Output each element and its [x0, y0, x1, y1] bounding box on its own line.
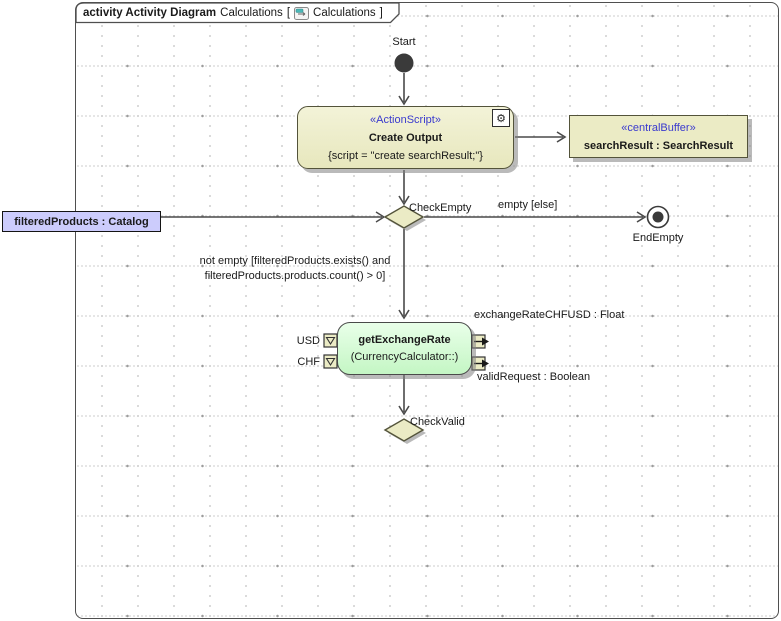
getexchangerate-qualifier: (CurrencyCalculator::) [350, 350, 459, 363]
frame-title-tab[interactable] [75, 2, 400, 24]
action-node-create-output[interactable]: «ActionScript» Create Output {script = "… [297, 106, 514, 169]
activity-frame [75, 2, 779, 619]
initial-node-start[interactable] [394, 53, 414, 73]
centralbuffer-node-searchresult[interactable]: «centralBuffer» searchResult : SearchRes… [569, 115, 748, 158]
checkvalid-label[interactable]: CheckValid [410, 416, 465, 428]
frame-title-name: Calculations [220, 7, 283, 19]
create-output-stereotype: «ActionScript» [370, 113, 441, 126]
endempty-label[interactable]: EndEmpty [632, 232, 684, 244]
final-node-endempty[interactable] [646, 205, 670, 229]
frame-title-close-bracket: ] [379, 7, 383, 19]
not-empty-guard-label[interactable]: not empty [filteredProducts.exists() and… [184, 254, 406, 284]
filteredproducts-label: filteredProducts : Catalog [14, 215, 149, 228]
not-empty-guard-line1: not empty [filteredProducts.exists() and [199, 255, 391, 267]
getexchangerate-name: getExchangeRate [358, 333, 451, 346]
chf-pin-label[interactable]: CHF [297, 356, 320, 368]
output-pin-validrequest[interactable] [471, 356, 489, 371]
searchresult-stereotype: «centralBuffer» [621, 121, 696, 134]
empty-else-guard-label[interactable]: empty [else] [498, 199, 558, 211]
activity-parameter-filteredproducts[interactable]: filteredProducts : Catalog [2, 211, 161, 232]
input-pin-usd[interactable] [323, 333, 338, 348]
edge-checkempty-to-getexchangerate[interactable] [398, 229, 410, 320]
input-pin-chf[interactable] [323, 354, 338, 369]
frame-title-keyword: activity Activity Diagram [83, 7, 217, 19]
decision-node-checkempty[interactable] [383, 205, 426, 231]
action-node-getexchangerate[interactable]: getExchangeRate (CurrencyCalculator::) [337, 322, 472, 375]
create-output-script: {script = "create searchResult;"} [328, 149, 483, 162]
usd-pin-label[interactable]: USD [296, 335, 320, 347]
edge-start-to-create-output[interactable] [398, 73, 410, 106]
frame-title-open-bracket: [ [286, 7, 291, 19]
decision-node-checkvalid[interactable] [383, 418, 426, 444]
edge-getexchangerate-to-checkvalid[interactable] [398, 375, 410, 416]
edge-create-output-to-checkempty[interactable] [398, 170, 410, 206]
gear-icon[interactable]: ⚙ [492, 109, 510, 127]
frame-title-context: Calculations [313, 7, 376, 19]
not-empty-guard-line2: filteredProducts.products.count() > 0] [204, 270, 386, 282]
searchresult-name: searchResult : SearchResult [583, 139, 734, 152]
output-pin-exchangerate[interactable] [471, 334, 489, 349]
validrequest-pin-label[interactable]: validRequest : Boolean [477, 371, 591, 383]
create-output-name: Create Output [368, 131, 443, 144]
start-node-label[interactable]: Start [392, 36, 416, 48]
activity-diagram-icon [294, 6, 310, 20]
edge-checkempty-to-endempty[interactable] [424, 211, 647, 223]
frame-title[interactable]: activity Activity Diagram Calculations [… [83, 5, 383, 21]
checkempty-label[interactable]: CheckEmpty [409, 202, 472, 214]
exchangerate-pin-label[interactable]: exchangeRateCHFUSD : Float [474, 309, 625, 321]
edge-create-output-to-searchresult[interactable] [515, 131, 567, 143]
